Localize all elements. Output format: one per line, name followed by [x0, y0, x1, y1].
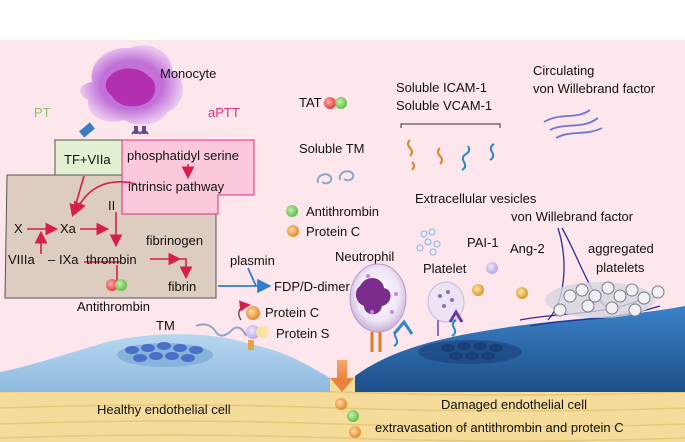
pt-label: PT: [34, 105, 51, 120]
factor-ii-label: II: [108, 198, 115, 213]
soluble-tm-label: Soluble TM: [299, 141, 365, 156]
antithrombin-mid-icon: [286, 205, 298, 217]
soluble-adhesion-molecules-icon: [407, 139, 495, 171]
protein-s-label: Protein S: [276, 326, 330, 341]
circulating-label: Circulating: [533, 63, 594, 78]
factor-ixa-label: IXa: [59, 252, 79, 267]
tat-icon: [324, 97, 347, 109]
monocyte-label: Monocyte: [160, 66, 216, 81]
phosphatidyl-serine-label: phosphatidyl serine: [127, 148, 239, 163]
neutrophil-icon: [349, 263, 414, 352]
thrombin-label: thrombin: [86, 252, 137, 267]
factor-x-label: X: [14, 221, 23, 236]
extravasated-antithrombin-icon: [347, 410, 359, 422]
extravasated-protein-c-icon: [335, 398, 347, 410]
damaged-endothelial-cell: [355, 306, 685, 392]
tf-viia-label: TF+VIIa: [64, 152, 111, 167]
soluble-tm-icon: [316, 170, 355, 185]
platelet-icon: [427, 281, 465, 337]
extravasation-label: extravasation of antithrombin and protei…: [375, 420, 624, 435]
tf-viia-box: [54, 139, 123, 176]
healthy-glycocalyx: [125, 342, 203, 362]
aptt-label: aPTT: [208, 105, 240, 120]
ang2-label: Ang-2: [510, 241, 545, 256]
aggregated-platelets-icon: [545, 281, 665, 318]
vwf-label: von Willebrand factor: [511, 209, 634, 224]
factor-viiia-label: VIIIa: [8, 252, 36, 267]
plasmin-label: plasmin: [230, 253, 275, 268]
dash-label: –: [48, 252, 56, 267]
ang2-icon: [516, 287, 528, 299]
tm-protein-complex-icon: [195, 300, 268, 350]
tm-label: TM: [156, 318, 175, 333]
extracellular-vesicles-label: Extracellular vesicles: [415, 191, 537, 206]
damaged-cell-label: Damaged endothelial cell: [441, 397, 587, 412]
factor-xa-label: Xa: [60, 221, 77, 236]
protein-c-left-label: Protein C: [265, 305, 319, 320]
intrinsic-pathway-label: intrinsic pathway: [128, 179, 225, 194]
protein-c-mid-label: Protein C: [306, 224, 360, 239]
platelet-label: Platelet: [423, 261, 467, 276]
antithrombin-left-icon: [106, 279, 127, 291]
circulating-vwf-label: von Willebrand factor: [533, 81, 656, 96]
soluble-icam-label: Soluble ICAM-1: [396, 80, 487, 95]
aggregated-label: aggregated: [588, 241, 654, 256]
pai1-companion-icon: [472, 284, 484, 296]
neutrophil-label: Neutrophil: [335, 249, 394, 264]
circulating-vwf-icon: [543, 109, 603, 139]
platelets-label: platelets: [596, 260, 645, 275]
tat-label: TAT: [299, 95, 322, 110]
pai1-icon: [486, 262, 498, 274]
soluble-vcam-label: Soluble VCAM-1: [396, 98, 492, 113]
extravasated-protein-c-icon-2: [349, 426, 361, 438]
fdp-label: FDP/D-dimer: [274, 279, 351, 294]
fibrin-label: fibrin: [168, 279, 196, 294]
extravasation-arrow: [330, 360, 354, 392]
protein-c-mid-icon: [287, 225, 299, 237]
fibrinolysis-arrows: [218, 267, 272, 294]
extracellular-vesicles-icon: [416, 228, 441, 256]
healthy-cell-label: Healthy endothelial cell: [97, 402, 231, 417]
pai1-label: PAI-1: [467, 235, 499, 250]
damaged-nucleus: [418, 340, 522, 364]
antithrombin-mid-label: Antithrombin: [306, 204, 379, 219]
fibrinogen-label: fibrinogen: [146, 233, 203, 248]
healthy-endothelial-cell: [0, 334, 330, 392]
monocyte-icon: [79, 45, 183, 138]
soluble-adhesion-bracket: [400, 123, 501, 128]
antithrombin-left-label: Antithrombin: [77, 299, 150, 314]
